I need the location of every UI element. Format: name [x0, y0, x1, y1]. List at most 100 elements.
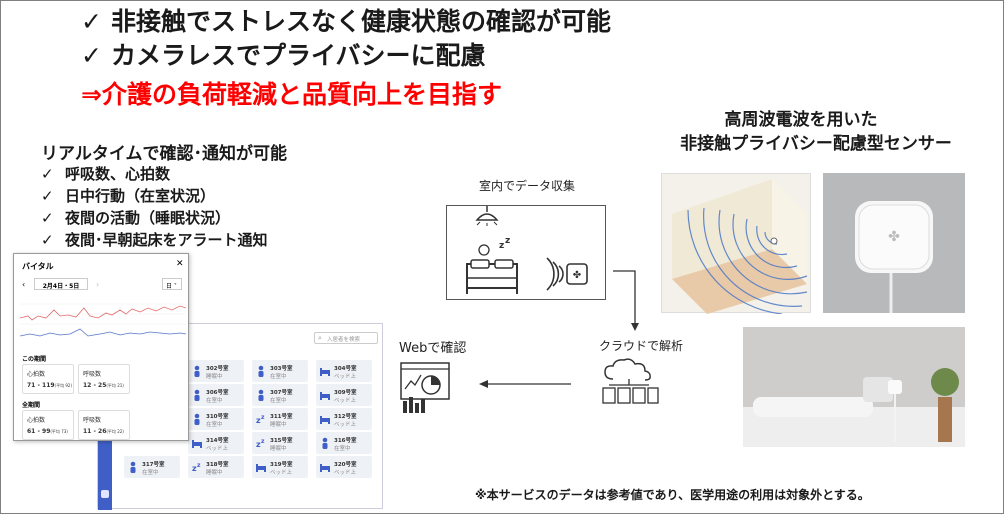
person-icon [192, 413, 202, 425]
room-tile[interactable]: 319号室ベッド上 [252, 456, 308, 478]
vital-title: バイタル [22, 262, 54, 271]
feature-item: ✓夜間･早朝起床をアラート通知 [41, 231, 268, 249]
bedroom-photo [743, 327, 965, 447]
room-tile[interactable]: 310号室在室中 [188, 408, 244, 430]
arrow-left-icon [479, 380, 571, 388]
room-name: 303号室 [270, 366, 293, 372]
room-status: 在室中 [206, 398, 223, 404]
search-input[interactable]: 入居者を検索 ⌕ [314, 332, 378, 344]
check-icon: ✓ [41, 187, 54, 205]
prev-date-button[interactable]: ‹ [22, 280, 26, 289]
person-icon [256, 389, 266, 401]
svg-text:z: z [499, 241, 504, 251]
room-status: 在室中 [270, 398, 287, 404]
room-name: 310号室 [206, 414, 229, 420]
close-icon[interactable]: ✕ [176, 259, 184, 269]
room-name: 312号室 [334, 414, 357, 420]
room-name: 304号室 [334, 366, 357, 372]
room-status: 在室中 [142, 470, 159, 476]
room-tile[interactable]: 306号室在室中 [188, 384, 244, 406]
this-period-label: この期間 [22, 356, 47, 363]
bed-icon [320, 461, 330, 473]
room-status: 睡眠中 [270, 446, 287, 452]
svg-text:z: z [261, 438, 265, 445]
room-tile[interactable]: 307号室在室中 [252, 384, 308, 406]
svg-text:z: z [197, 462, 201, 469]
room-name: 309号室 [334, 390, 357, 396]
sidebar-icon[interactable] [101, 490, 109, 498]
bed-icon [320, 413, 330, 425]
person-icon [128, 461, 138, 473]
room-tile[interactable]: 304号室ベッド上 [316, 360, 372, 382]
room-name: 318号室 [206, 462, 229, 468]
web-label: Webで確認 [399, 341, 467, 356]
room-status: 在室中 [270, 374, 287, 380]
room-name: 306号室 [206, 390, 229, 396]
room-status: ベッド上 [334, 422, 357, 428]
room-tile[interactable]: 312号室ベッド上 [316, 408, 372, 430]
person-icon [256, 365, 266, 377]
chevron-down-icon: ˅ [172, 283, 177, 290]
feature-item: ✓呼吸数、心拍数 [41, 165, 171, 183]
date-field[interactable]: 2月4日・5日 [34, 278, 88, 290]
period-select[interactable]: 日 ˅ [162, 278, 182, 290]
room-name: 311号室 [270, 414, 293, 420]
room-name: 316号室 [334, 438, 357, 444]
svg-text:✤: ✤ [888, 229, 900, 245]
room-label: 室内でデータ収集 [479, 179, 576, 193]
bed-icon [320, 389, 330, 401]
headline-2: ✓カメラレスでプライバシーに配慮 [81, 41, 486, 70]
vital-chart [20, 303, 186, 337]
person-icon [192, 389, 202, 401]
features-title: リアルタイムで確認･通知が可能 [41, 144, 287, 164]
room-status: 睡眠中 [270, 422, 287, 428]
room-status: ベッド上 [206, 446, 229, 452]
room-status: 在室中 [206, 422, 223, 428]
check-icon: ✓ [81, 7, 102, 36]
room-name: 319号室 [270, 462, 293, 468]
next-date-button[interactable]: › [96, 280, 100, 289]
room-status: ベッド上 [270, 470, 293, 476]
bed-icon: z z [466, 236, 518, 294]
room-status: ベッド上 [334, 470, 357, 476]
analytics-icon [400, 362, 450, 413]
check-icon: ✓ [41, 209, 54, 227]
sensor-waves-icon: ✤ [546, 257, 588, 291]
feature-item: ✓日中行動（在室状況） [41, 187, 216, 205]
room-tile[interactable]: 317号室在室中 [124, 456, 180, 478]
room-tile[interactable]: 314号室ベッド上 [188, 432, 244, 454]
search-icon: ⌕ [318, 334, 322, 342]
headline-3: ⇒介護の負荷軽減と品質向上を目指す [81, 80, 502, 109]
room-name: 314号室 [206, 438, 229, 444]
bed-icon [192, 437, 202, 449]
room-tile[interactable]: 316号室在室中 [316, 432, 372, 454]
room-tile[interactable]: 303号室在室中 [252, 360, 308, 382]
radio-wave-room-image [661, 173, 811, 315]
room-diagram: z z ✤ [446, 205, 606, 300]
headline-1: ✓非接触でストレスなく健康状態の確認が可能 [81, 7, 612, 36]
svg-text:✤: ✤ [573, 270, 581, 281]
hr-this-box: 心拍数 71 - 119(平均 92) [22, 364, 74, 394]
svg-text:z: z [505, 236, 510, 246]
features-list: ✓呼吸数、心拍数 ✓日中行動（在室状況） ✓夜間の活動（睡眠状況） ✓夜間･早朝… [41, 163, 268, 251]
room-tile[interactable]: 302号室睡眠中 [188, 360, 244, 382]
room-tile[interactable]: 320号室ベッド上 [316, 456, 372, 478]
room-tile[interactable]: 309号室ベッド上 [316, 384, 372, 406]
room-status: 睡眠中 [206, 374, 223, 380]
svg-text:z: z [261, 414, 265, 421]
arrow-down-icon [613, 270, 639, 331]
sensor-title-2: 非接触プライバシー配慮型センサー [680, 134, 952, 154]
vital-panel: バイタル ✕ ‹ 2月4日・5日 › 日 ˅ この期間 心拍数 71 - 119… [13, 253, 189, 441]
svg-text:z: z [192, 464, 197, 473]
room-name: 315号室 [270, 438, 293, 444]
room-status: 在室中 [334, 446, 351, 452]
room-name: 307号室 [270, 390, 293, 396]
feature-item: ✓夜間の活動（睡眠状況） [41, 209, 231, 227]
